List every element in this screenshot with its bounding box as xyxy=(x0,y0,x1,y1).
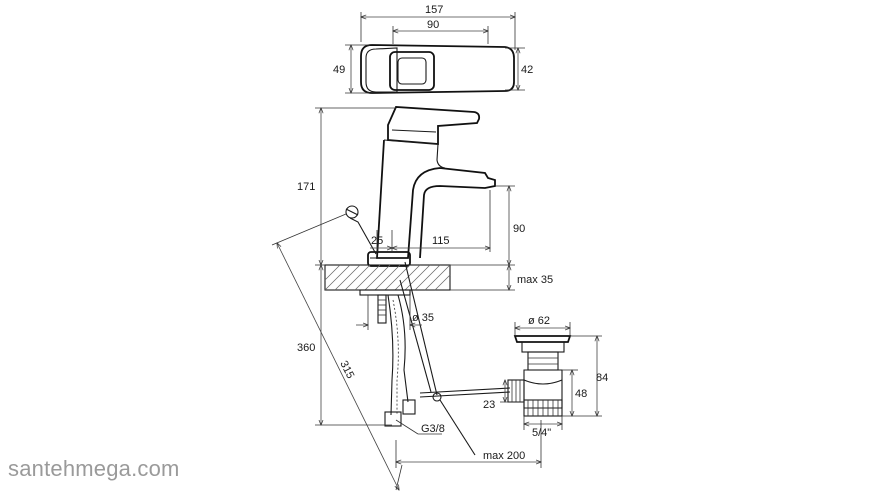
dim-171-label: 171 xyxy=(297,181,315,193)
dim-360-label: 360 xyxy=(297,342,315,354)
dimension-lines: 171 90 25 115 max 35 ø 35 360 315 xyxy=(271,107,608,490)
watermark: santehmega.com xyxy=(8,456,180,481)
dim-waste-diameter-label: ø 62 xyxy=(528,315,550,327)
dim-thread-label: 5/4" xyxy=(532,427,551,439)
dim-25-label: 25 xyxy=(371,235,383,247)
dim-42-label: 42 xyxy=(521,64,533,76)
dim-max35-label: max 35 xyxy=(517,274,553,286)
dim-49-label: 49 xyxy=(333,64,345,76)
waste-assembly xyxy=(507,335,572,417)
dim-315-label: 315 xyxy=(337,359,356,381)
dim-84-label: 84 xyxy=(596,372,608,384)
dim-48-label: 48 xyxy=(575,388,587,400)
supply-thread-label: G3/8 xyxy=(421,423,445,435)
dim-90-top-label: 90 xyxy=(427,19,439,31)
dim-115-label: 115 xyxy=(432,235,450,247)
dim-23-label: 23 xyxy=(483,399,495,411)
dim-90-side-label: 90 xyxy=(513,223,525,235)
dim-max200-label: max 200 xyxy=(483,450,525,462)
countertop-hatching xyxy=(324,264,451,291)
dim-hole-diameter-label: ø 35 xyxy=(412,312,434,324)
top-view: 157 90 49 42 xyxy=(333,4,533,94)
dim-157-label: 157 xyxy=(425,4,443,16)
